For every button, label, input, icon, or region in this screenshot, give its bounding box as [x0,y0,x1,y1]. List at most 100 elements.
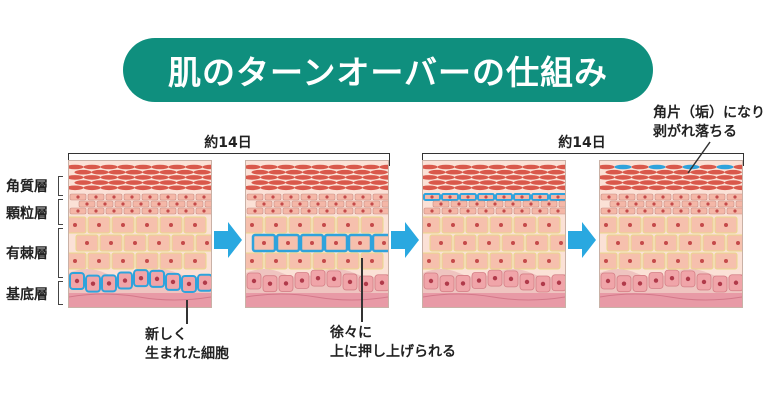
dermis-line [246,293,388,301]
nucleus [184,209,188,213]
nucleus [535,241,539,245]
spinous-cell [549,234,565,252]
corneum-cell [724,180,742,185]
nucleus [487,241,491,245]
corneum-cell [530,180,548,185]
dermis-line [423,293,565,301]
corneum-cell [151,175,169,180]
nucleus [700,223,704,227]
nucleus [669,275,675,281]
nucleus [370,259,374,263]
annotation-pushed-up-line1: 徐々に [330,325,372,341]
nucleus [267,281,273,286]
corneum-cell [185,164,203,170]
corneum-cell [454,185,472,191]
granular-cell [204,200,211,208]
nucleus [361,209,365,213]
nucleus [605,278,611,284]
nucleus [621,281,627,286]
corneum-cell [437,185,455,191]
leader-line-shed [687,141,711,174]
nucleus [679,195,683,199]
corneum-cell [699,185,717,191]
corneum-cell [631,185,649,191]
corneum-cell [370,180,388,185]
corneum-cell [522,185,540,191]
spinous-cell [246,216,264,234]
nucleus [604,259,608,263]
corneum-cell [423,164,438,170]
nucleus [616,202,620,206]
nucleus [475,223,479,227]
skin-cross-section-2 [246,161,388,307]
nucleus [184,195,188,199]
spinous-cell [69,216,87,234]
nucleus [274,223,278,227]
corneum-cell [656,180,674,185]
corneum-cell [733,175,742,180]
nucleus [109,241,113,245]
nucleus [556,280,562,285]
nucleus [175,202,179,206]
corneum-cell [556,175,565,180]
annotation-new-cells-line2: 生まれた細胞 [145,346,229,362]
corneum-cell [134,185,152,191]
nucleus [103,202,107,206]
nucleus [112,195,116,199]
corneum-cell [682,164,700,170]
corneum-cell [100,164,118,170]
corneum-cell [246,175,261,180]
nucleus [508,276,514,282]
corneum-cell [556,164,565,170]
nucleus [299,278,305,283]
corneum-cell [69,164,84,170]
corneum-cell [733,164,742,170]
corneum-cell [353,180,371,185]
corneum-cell [345,175,363,180]
annotation-shed: 角片（垢）になり 剥がれ落ちる [653,104,765,142]
corneum-cell [302,180,320,185]
nucleus [733,195,737,199]
corneum-cell [125,180,143,185]
corneum-cell [83,185,101,191]
corneum-cell [428,180,446,185]
nucleus [251,278,257,284]
nucleus [97,259,101,263]
nucleus [607,195,611,199]
nucleus [157,241,161,245]
nucleus [76,195,80,199]
nucleus [343,209,347,213]
nucleus [363,281,369,287]
corneum-cell [539,175,557,180]
corneum-cell [423,175,438,180]
nucleus [643,209,647,213]
nucleus [625,209,629,213]
nucleus [430,195,434,199]
nucleus [271,195,275,199]
corneum-cell [648,185,666,191]
nucleus [652,202,656,206]
nucleus [676,259,680,263]
nucleus [379,209,383,213]
corneum-cell [168,185,186,191]
nucleus [700,259,704,263]
nucleus [499,223,503,227]
nucleus [538,195,542,199]
nucleus [484,209,488,213]
brace-spinous [58,228,63,278]
nucleus [493,202,497,206]
nucleus [697,195,701,199]
corneum-cell [193,169,211,175]
corneum-cell [185,185,203,191]
nucleus [511,241,515,245]
corneum-cell [108,180,126,185]
nucleus [193,202,197,206]
corneum-cell [134,164,152,170]
layer-label-basal: 基底層 [6,287,48,303]
nucleus [444,281,450,286]
corneum-cell [639,169,657,175]
nucleus [717,281,723,287]
granular-cell [381,200,388,208]
nucleus [679,209,683,213]
corneum-cell [379,164,388,170]
